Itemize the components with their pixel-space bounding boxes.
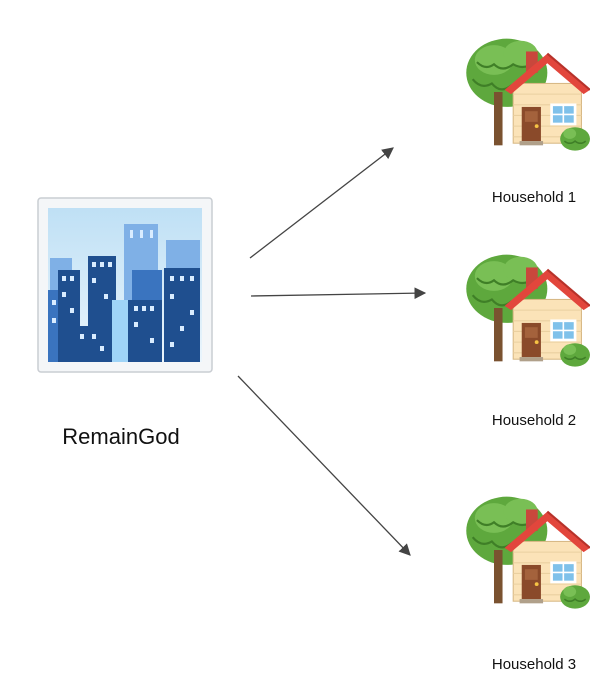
arrow-to-household-1 <box>249 147 394 259</box>
house-with-garden-icon <box>464 37 590 152</box>
source-label: RemainGod <box>62 424 179 449</box>
arrow-to-household-2 <box>250 287 427 300</box>
house-with-garden-icon <box>464 253 590 368</box>
cityscape-icon <box>37 197 213 373</box>
arrow-to-household-3 <box>237 375 411 556</box>
household-label: Household 2 <box>492 412 576 429</box>
household-3: Household 3 <box>464 495 590 673</box>
household-2: Household 2 <box>464 253 590 429</box>
household-label: Household 3 <box>492 656 576 673</box>
household-1: Household 1 <box>464 37 590 206</box>
household-label: Household 1 <box>492 189 576 206</box>
house-with-garden-icon <box>464 495 590 611</box>
